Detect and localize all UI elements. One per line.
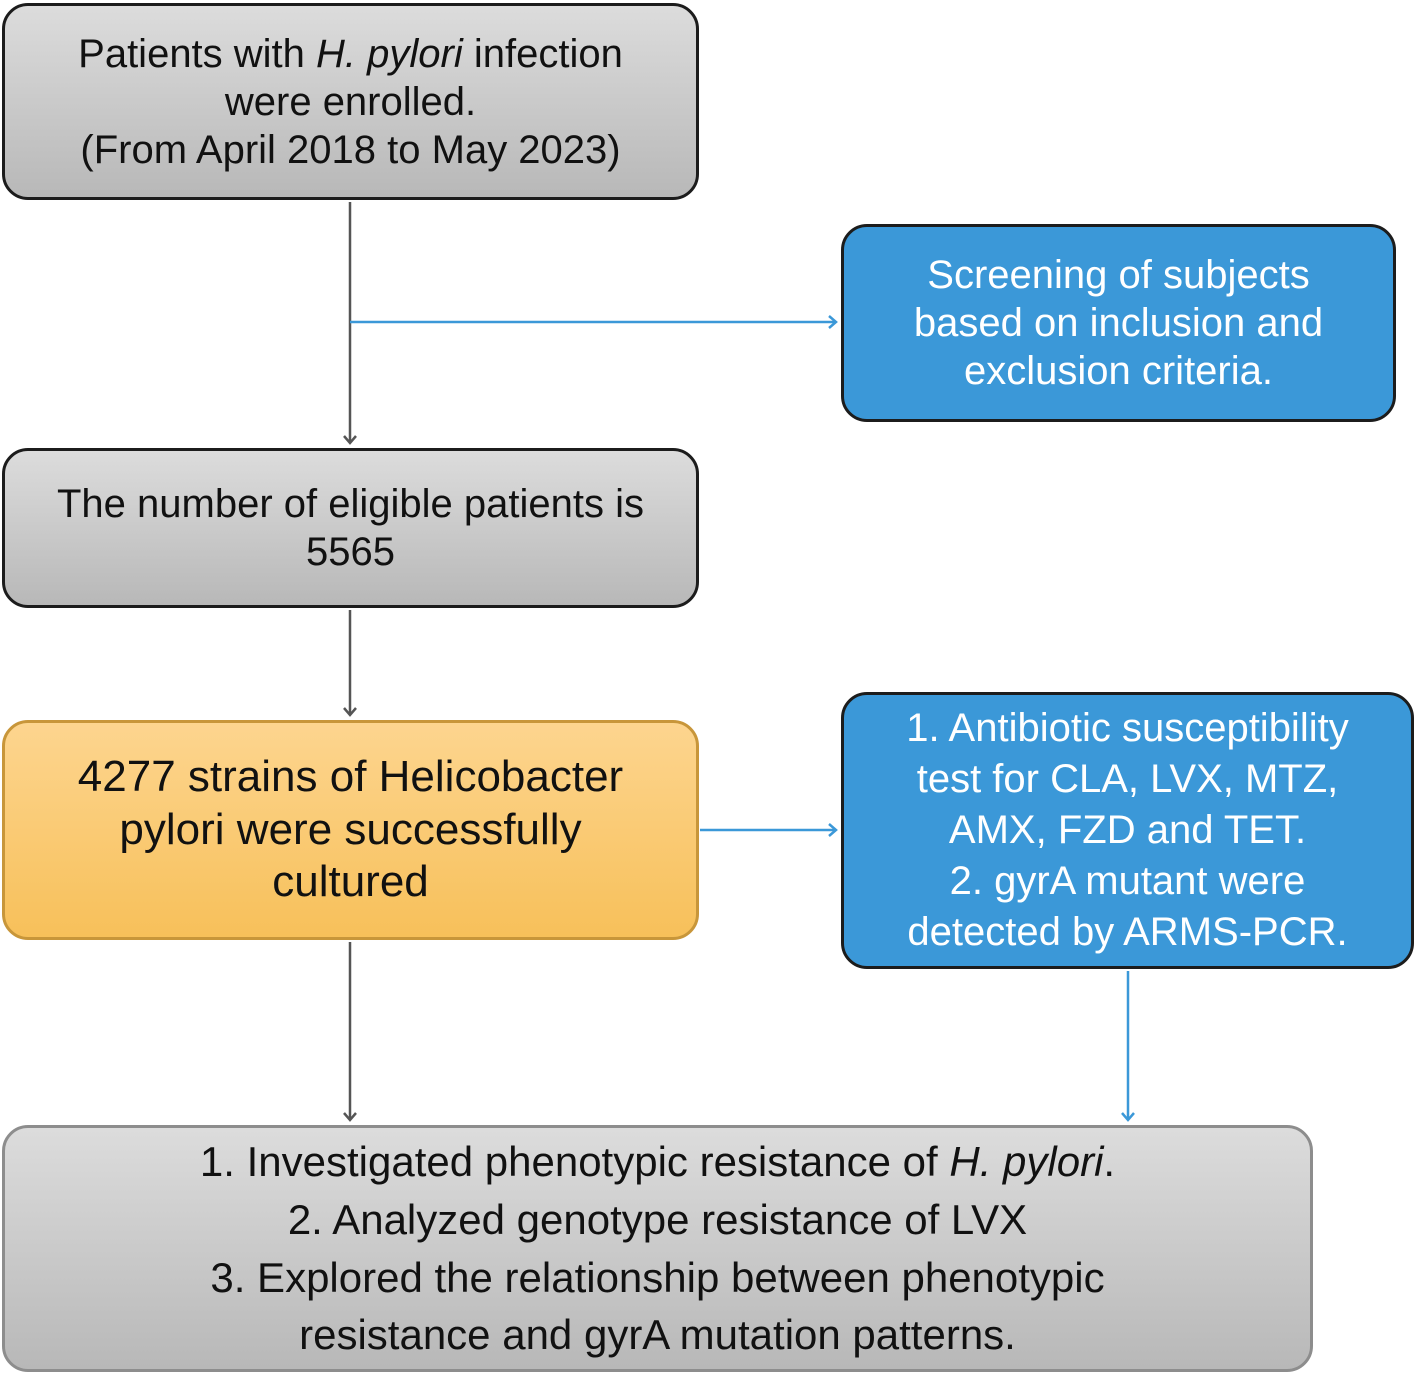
screening-line-1: Screening of subjects	[927, 253, 1310, 297]
tests-box: 1. Antibiotic susceptibility test for CL…	[841, 692, 1414, 969]
outcomes-line-4: resistance and gyrA mutation patterns.	[299, 1311, 1016, 1359]
outcomes-line-3: 3. Explored the relationship between phe…	[210, 1253, 1105, 1301]
eligible-line-1: The number of eligible patients is	[57, 482, 644, 526]
cultured-line-3: cultured	[272, 857, 429, 907]
tests-line-2: test for CLA, LVX, MTZ,	[916, 756, 1339, 801]
tests-line-4: 2. gyrA mutant were	[949, 859, 1306, 904]
outcomes-line-2: 2. Analyzed genotype resistance of LVX	[287, 1195, 1028, 1243]
enrollment-line-1: Patients with H. pylori infection	[78, 31, 623, 76]
enrollment-line-2: were enrolled.	[224, 79, 477, 124]
outcomes-box: 1. Investigated phenotypic resistance of…	[2, 1125, 1313, 1372]
screening-box: Screening of subjects based on inclusion…	[841, 224, 1396, 422]
enrollment-box: Patients with H. pylori infection were e…	[2, 3, 699, 200]
eligible-line-2: 5565	[306, 530, 395, 574]
screening-line-3: exclusion criteria.	[963, 349, 1273, 393]
cultured-line-1: 4277 strains of Helicobacter	[77, 751, 624, 801]
eligible-box: The number of eligible patients is 5565	[2, 448, 699, 608]
cultured-line-2: pylori were successfully	[119, 804, 582, 854]
outcomes-line-1: 1. Investigated phenotypic resistance of…	[199, 1137, 1116, 1185]
cultured-box: 4277 strains of Helicobacter pylori were…	[2, 720, 699, 940]
tests-line-1: 1. Antibiotic susceptibility	[906, 705, 1349, 750]
tests-line-5: detected by ARMS-PCR.	[907, 910, 1348, 955]
screening-line-2: based on inclusion and	[913, 301, 1324, 345]
tests-line-3: AMX, FZD and TET.	[948, 807, 1307, 852]
enrollment-line-3: (From April 2018 to May 2023)	[80, 127, 621, 172]
